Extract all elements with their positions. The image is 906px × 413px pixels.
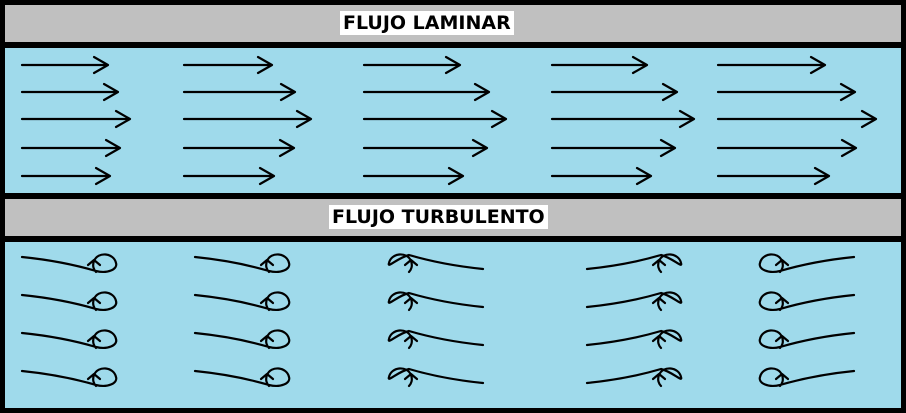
turbulent-swirl [585,367,683,388]
laminar-arrow [362,166,465,186]
turbulent-swirl [758,253,856,274]
turbulent-swirl [758,367,856,388]
laminar-arrow [716,55,827,75]
laminar-arrow [550,138,677,158]
turbulent-channel [5,242,901,408]
turbulent-swirl [585,291,683,312]
turbulent-swirl [585,329,683,350]
turbulent-swirl [387,253,485,274]
laminar-arrow [362,109,508,129]
laminar-arrow [182,138,296,158]
turbulent-swirl [585,253,683,274]
laminar-arrow [550,82,679,102]
laminar-arrow [20,82,120,102]
laminar-arrows [20,55,878,186]
laminar-channel [5,48,901,193]
laminar-flow-label: FLUJO LAMINAR [340,11,514,35]
laminar-arrow [362,82,491,102]
laminar-arrow [182,55,274,75]
laminar-arrow [20,55,110,75]
turbulent-swirl [20,253,118,274]
laminar-arrow [716,82,857,102]
turbulent-swirl [20,329,118,350]
laminar-arrow [550,55,649,75]
turbulent-swirl [193,253,291,274]
laminar-arrow [20,166,112,186]
laminar-arrow [716,166,831,186]
laminar-arrow [716,109,878,129]
laminar-arrow [182,166,276,186]
laminar-arrow [362,55,462,75]
turbulent-swirl [20,291,118,312]
turbulent-swirl [387,329,485,350]
turbulent-swirl [20,367,118,388]
laminar-arrow [716,138,858,158]
turbulent-swirl [758,291,856,312]
laminar-arrow [20,138,122,158]
turbulent-flow-label: FLUJO TURBULENTO [329,205,548,229]
turbulent-swirl [193,291,291,312]
laminar-arrow [550,109,696,129]
laminar-arrow [182,82,297,102]
turbulent-swirl [193,367,291,388]
turbulent-swirls [20,253,856,388]
turbulent-swirl [387,291,485,312]
turbulent-swirl [387,367,485,388]
laminar-arrow [550,166,653,186]
laminar-arrow [362,138,489,158]
laminar-arrow [182,109,313,129]
laminar-arrow [20,109,132,129]
turbulent-swirl [758,329,856,350]
turbulent-swirl [193,329,291,350]
